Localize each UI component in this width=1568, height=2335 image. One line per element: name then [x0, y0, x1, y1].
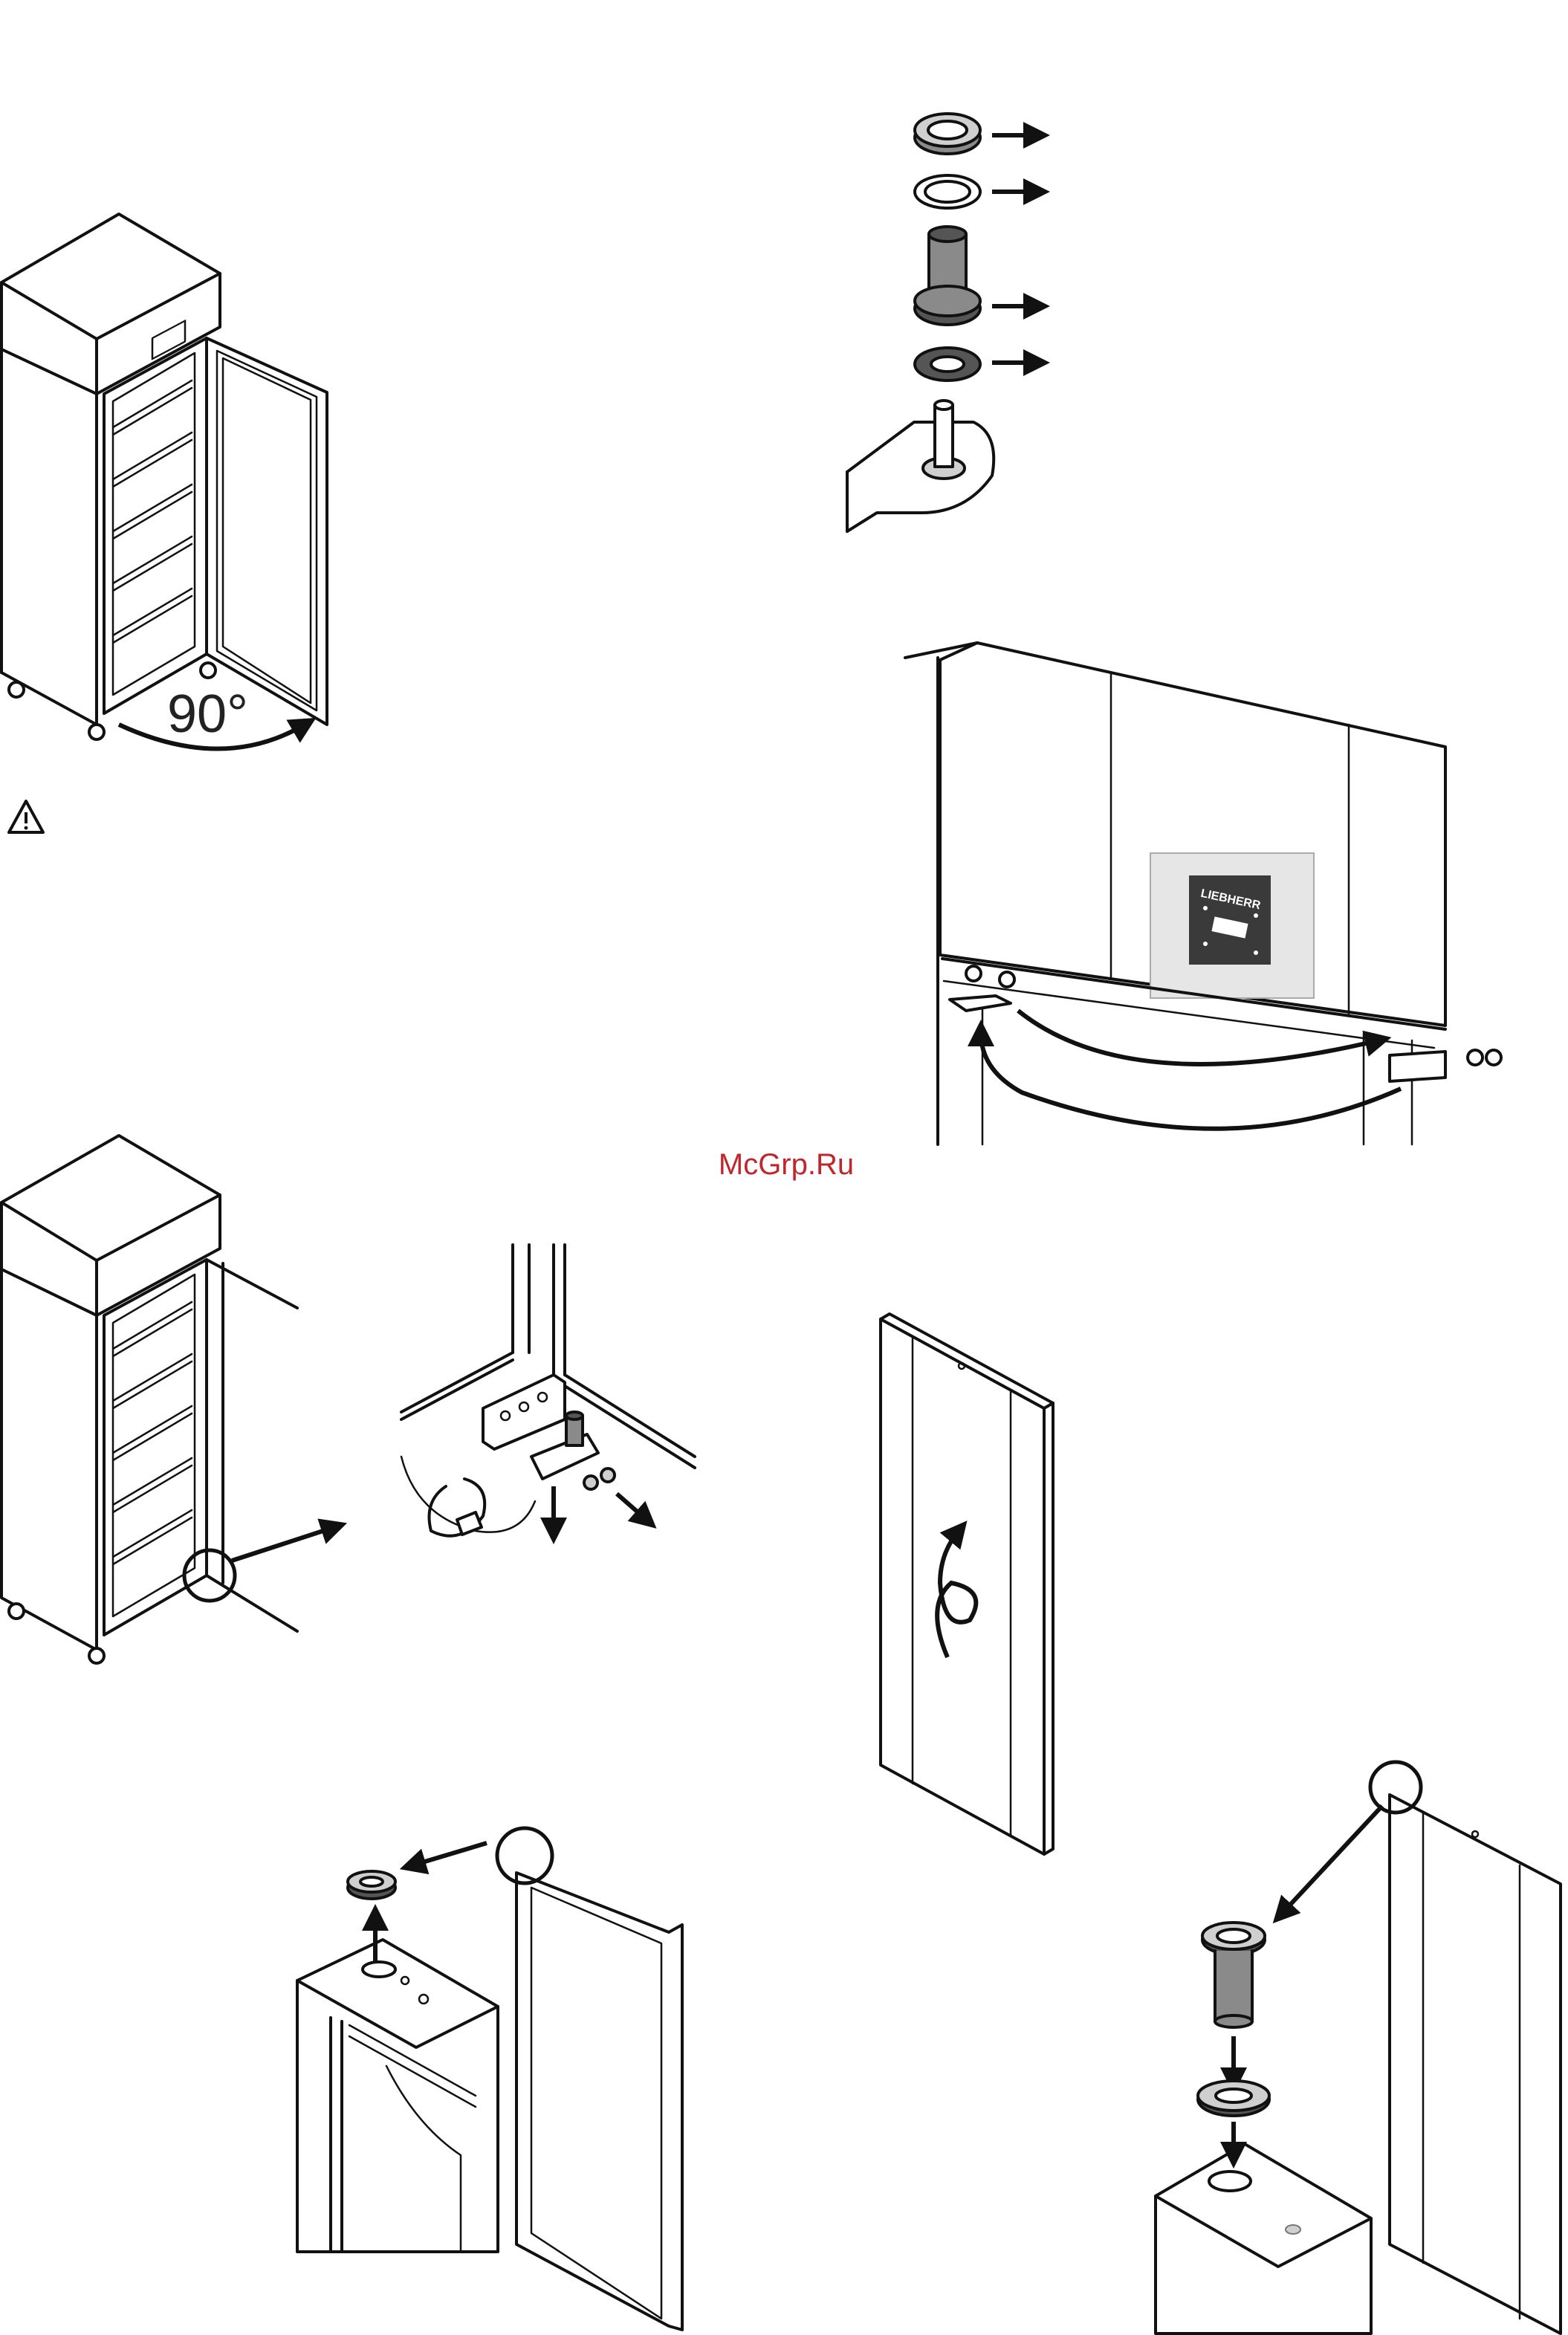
figure-top-bushing-removal [297, 1828, 682, 2330]
figure-bushing-insert [1156, 1762, 1561, 2334]
figure-fridge-lower-hinge [1, 1136, 334, 1663]
figure-hinge-pin-exploded [847, 114, 1037, 531]
watermark: McGrp.Ru [719, 1148, 854, 1181]
figure-hinge-detail [401, 1245, 695, 1536]
figure-top-panel-hinge-swap: LIEBHERR [905, 643, 1501, 1144]
figure-door-rotate [881, 1314, 1053, 1854]
door-angle-label: 90° [167, 684, 248, 744]
warning-triangle-icon [9, 801, 43, 832]
figure-fridge-door-open: 90° [1, 214, 327, 749]
